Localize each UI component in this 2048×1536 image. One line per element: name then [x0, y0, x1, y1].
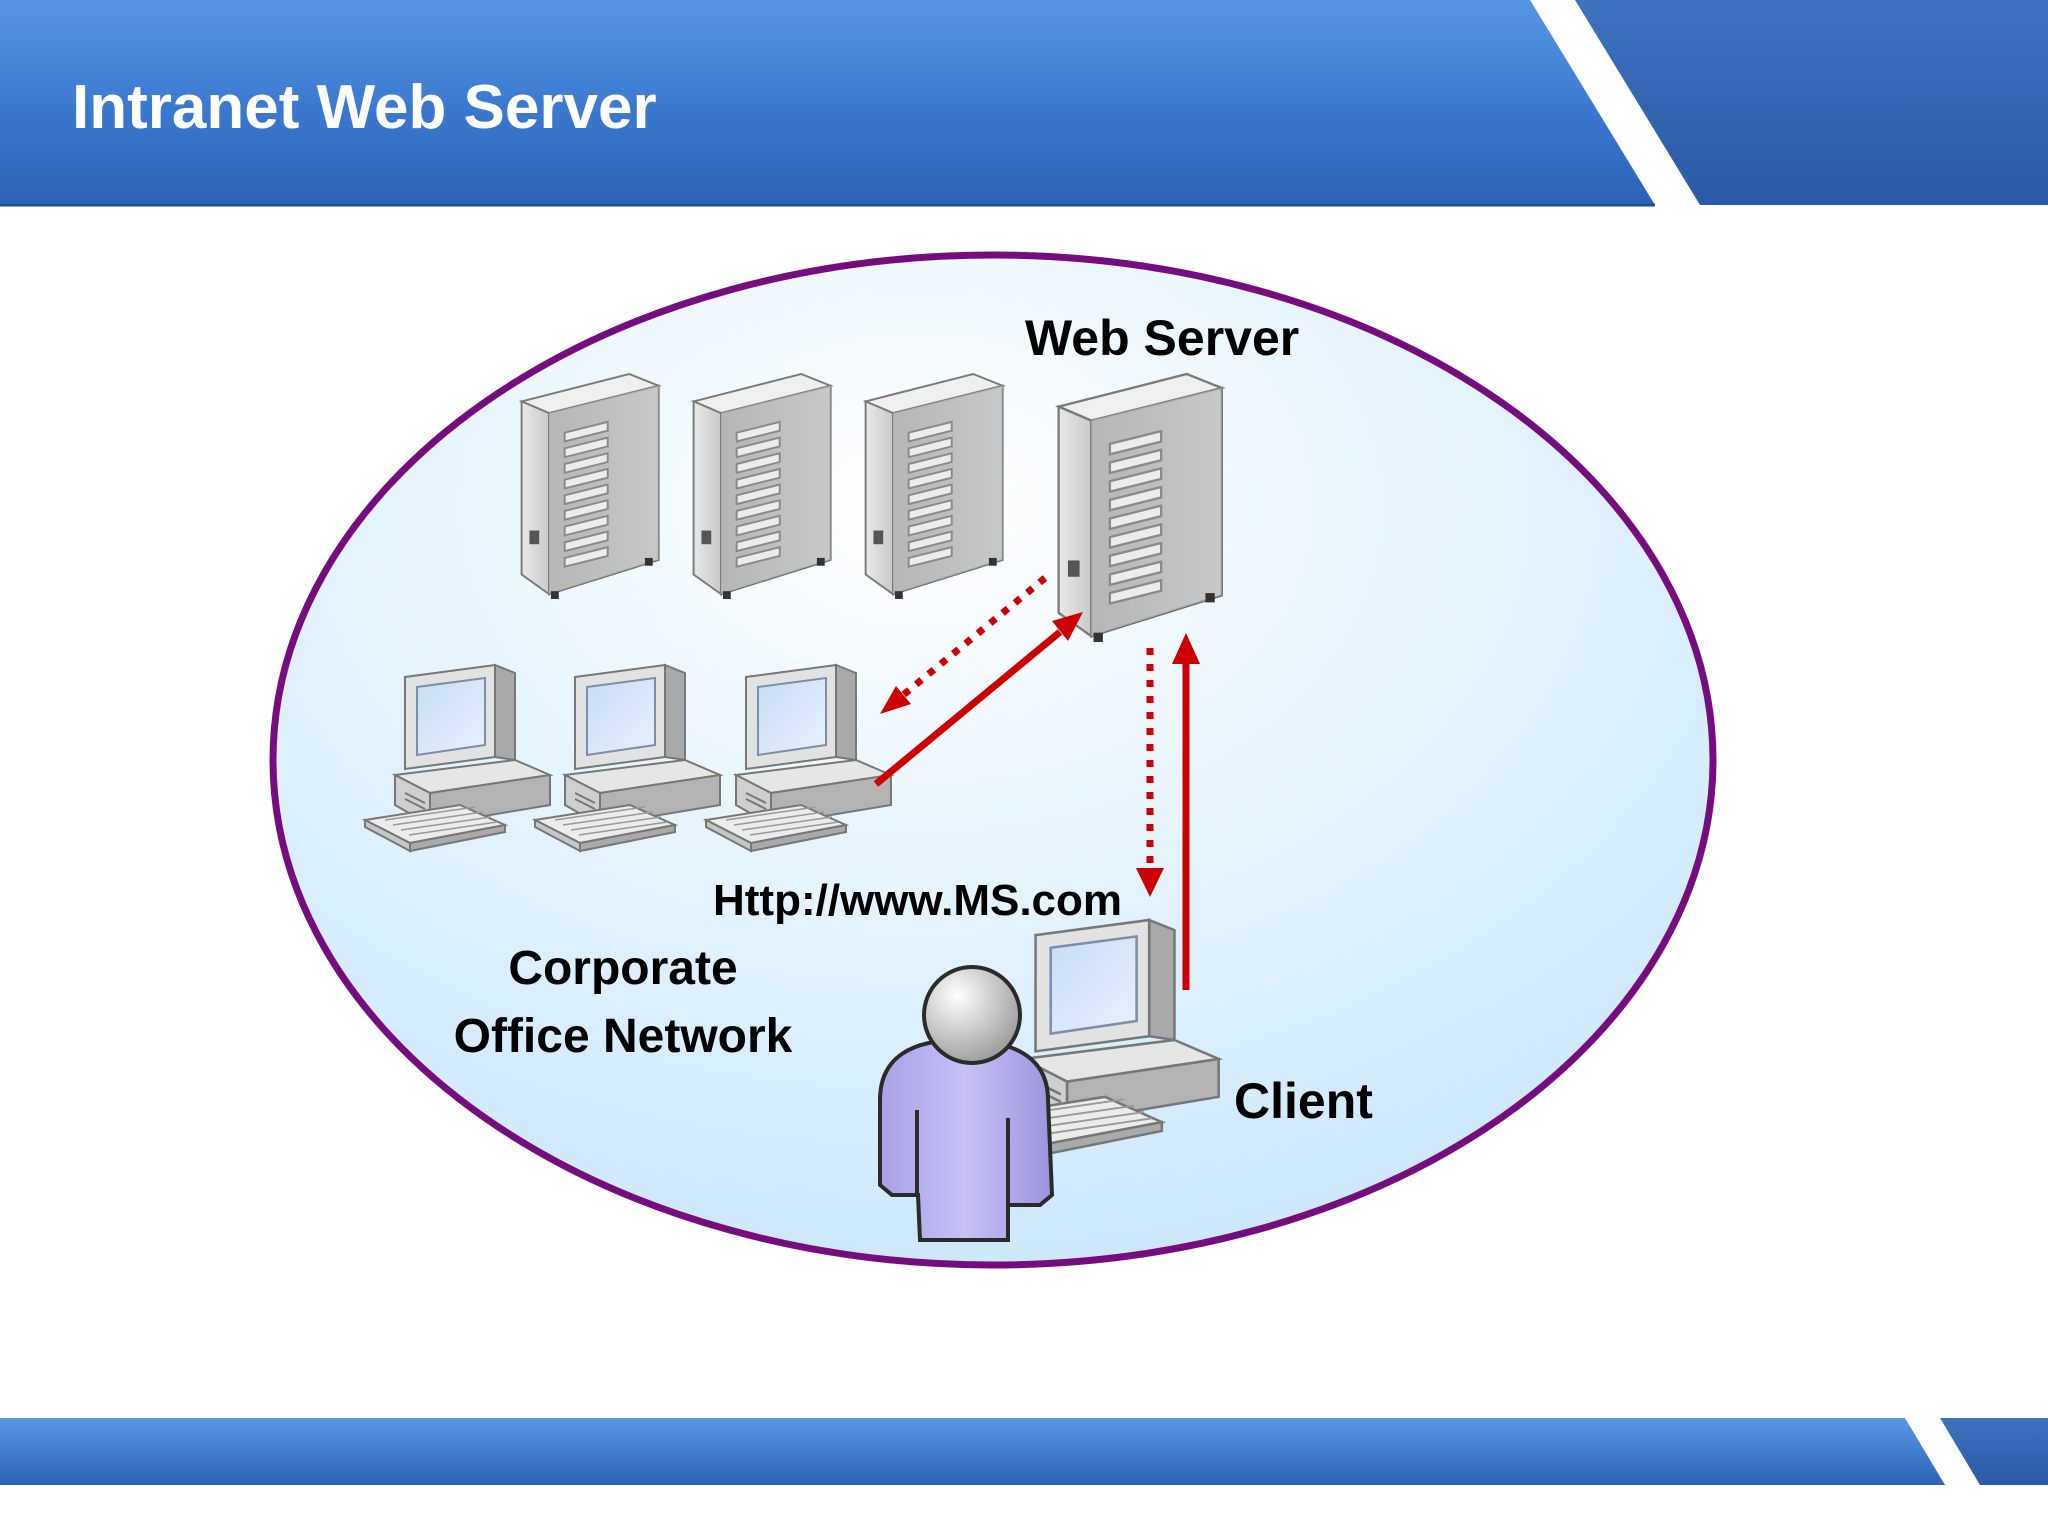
- web-server-label: Web Server: [1025, 310, 1299, 366]
- client-server-arrows: [1136, 633, 1200, 990]
- network-label-line2: Office Network: [454, 1010, 793, 1063]
- slide-title: Intranet Web Server: [72, 73, 657, 142]
- web-server-icon: [1057, 372, 1224, 644]
- workstation-group: [364, 664, 892, 852]
- network-label-line1: Corporate: [508, 942, 737, 995]
- person-icon: [878, 965, 1055, 1242]
- url-label: Http://www.MS.com: [713, 876, 1122, 925]
- request-response-arrows: [873, 575, 1083, 787]
- client-label: Client: [1234, 1073, 1373, 1129]
- header-band: Intranet Web Server: [0, 0, 2048, 207]
- server-tower-icon: [864, 372, 1004, 601]
- server-tower-icon: [692, 372, 832, 601]
- footer-band: [0, 1418, 2048, 1485]
- server-tower-icon: [520, 372, 660, 601]
